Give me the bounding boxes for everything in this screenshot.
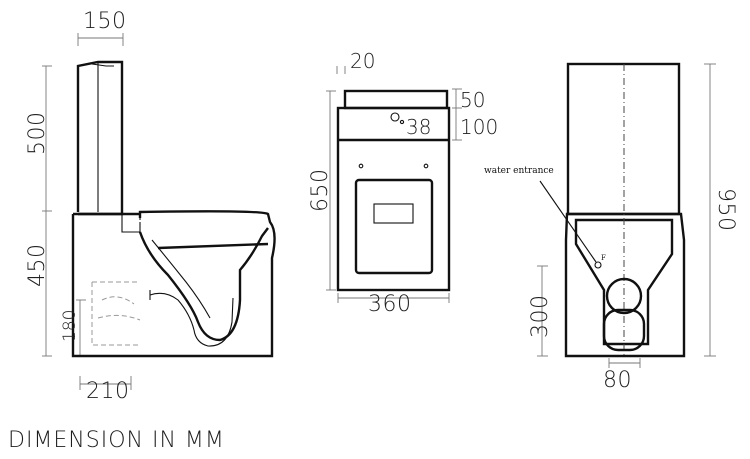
top-outline [336,89,451,292]
back-view: water entrance F 950 300 80 [484,62,738,393]
outlet-offset-label: 210 [86,379,130,404]
flush-button-hole [390,112,400,122]
outlet-hidden-lines [91,281,141,346]
dimension-caption: DIMENSION IN MM [8,428,225,453]
lid-thickness-label: 50 [460,88,485,112]
tank-width-label: 150 [83,9,127,34]
cistern-outline [76,60,124,216]
tank-height-label: 500 [25,112,50,156]
depth-label: 650 [308,169,333,213]
inlet-marker: F [601,254,606,262]
rim-offset-label: 20 [350,49,375,73]
outlet-height-label: 180 [60,310,80,342]
inlet-offset-label: 80 [603,368,632,393]
back-outline [539,62,686,358]
bowl-height-label: 450 [25,244,50,288]
width-label: 360 [368,292,412,317]
top-view: 20 50 38 100 650 360 [308,49,498,317]
total-height-label: 950 [713,188,738,232]
hole-diameter-label: 38 [406,115,431,139]
tank-depth-label: 100 [460,115,498,139]
water-entrance-label: water entrance [484,166,554,176]
inlet-height-label: 300 [528,295,553,339]
water-inlet-circle [594,261,602,269]
side-view: 150 500 450 180 210 [25,9,276,404]
bowl-outline [71,210,276,358]
outlet-circle [605,277,643,315]
